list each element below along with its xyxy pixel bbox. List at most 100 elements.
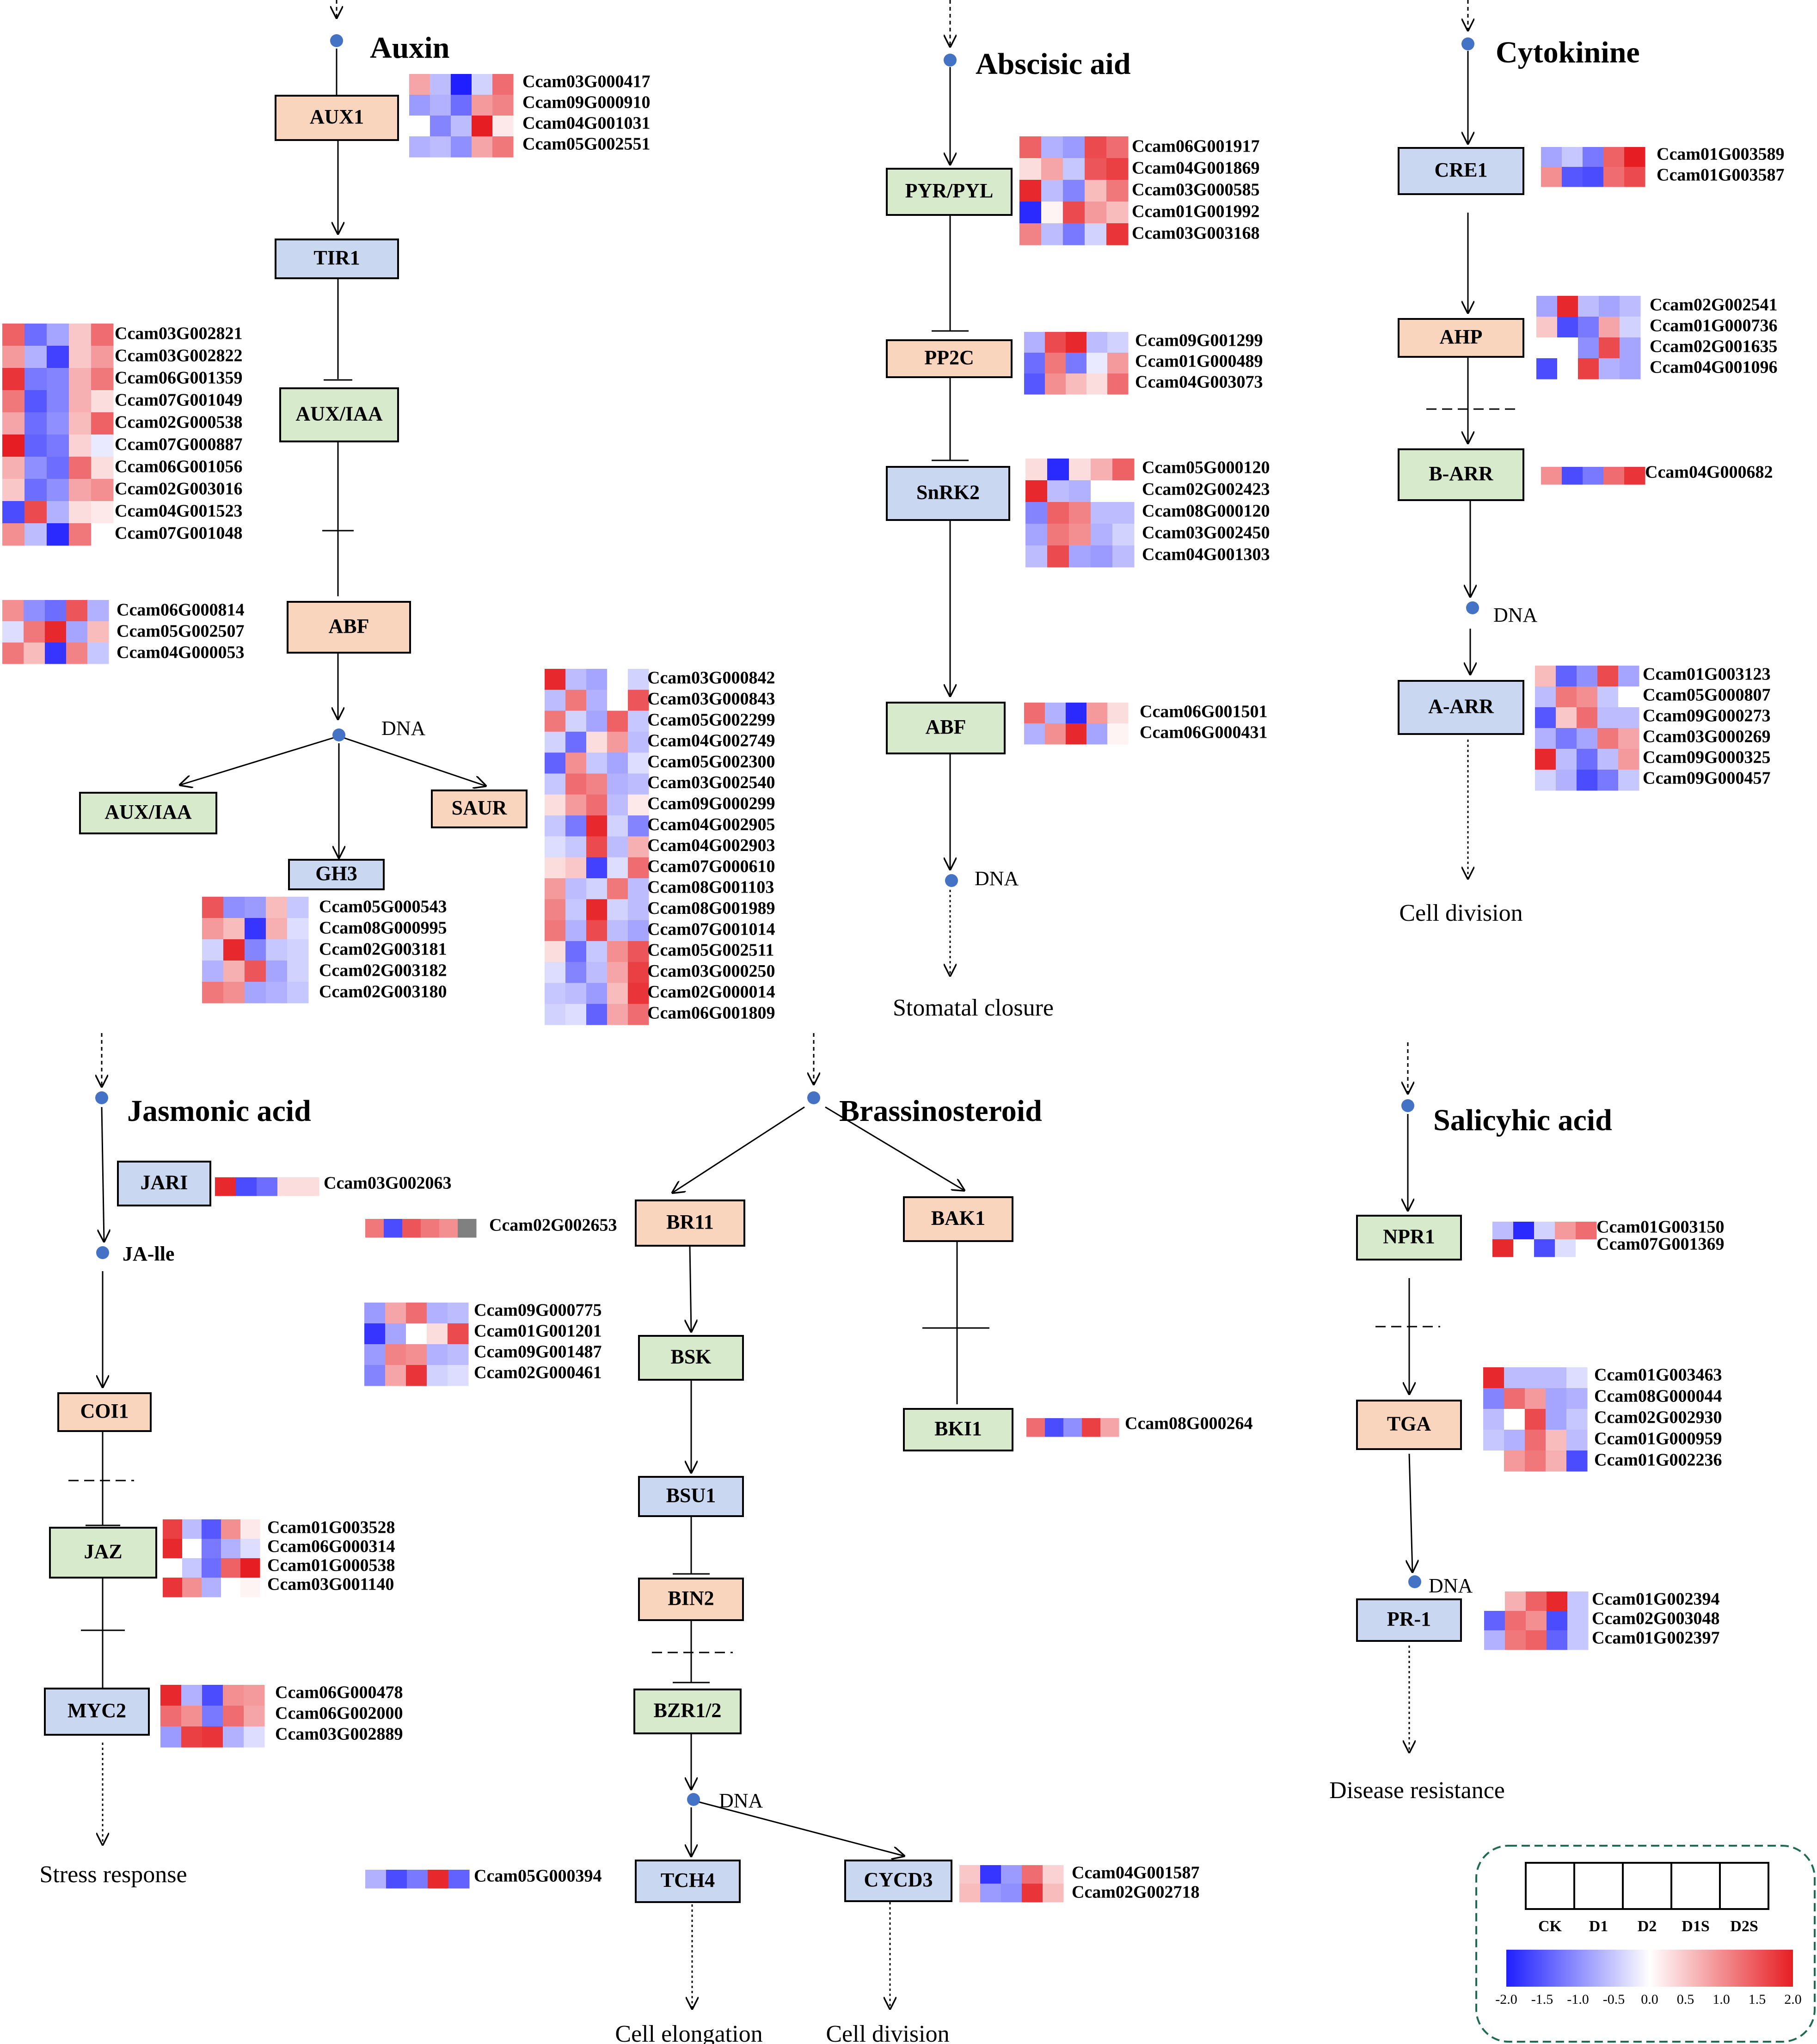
node-box (886, 168, 1013, 216)
heatmap-cell (1618, 707, 1639, 728)
heatmap-cell (1546, 1409, 1567, 1430)
heatmap-cell (545, 983, 566, 1004)
gene-label: Ccam04G000053 (117, 643, 245, 662)
gene-label: Ccam05G000120 (1142, 458, 1270, 477)
gene-label: Ccam07G001369 (1596, 1235, 1725, 1254)
heatmap-cell (24, 621, 45, 643)
gene-label: Ccam02G000014 (647, 982, 775, 1002)
heatmap-cell (1112, 459, 1135, 481)
heatmap-cell (1025, 545, 1048, 568)
heatmap-cell (565, 815, 587, 837)
heatmap: Ccam03G002063 (215, 1174, 452, 1196)
gene-label: Ccam02G002423 (1142, 480, 1270, 499)
node-label: PR-1 (1387, 1608, 1431, 1630)
heatmap-cell (1556, 666, 1577, 687)
heatmap-cell (607, 710, 628, 732)
node-snrk2: SnRK2 (886, 466, 1010, 521)
heatmap-cell (628, 920, 649, 942)
heatmap-cell (607, 669, 628, 690)
dot-jasmonic (95, 1091, 108, 1104)
heatmap-cell (430, 136, 451, 158)
node-box (903, 1408, 1013, 1451)
heatmap-cell (430, 95, 451, 116)
pathway-edges (68, 0, 1516, 2008)
heatmap-cell (25, 412, 47, 435)
heatmap-cell (545, 690, 566, 711)
dot-br-dna (687, 1793, 700, 1806)
heatmap-cell (1066, 373, 1087, 395)
heatmap: Ccam03G002821Ccam03G002822Ccam06G001359C… (2, 324, 243, 546)
heatmap-cell (1597, 749, 1619, 770)
heatmap-cell (1069, 524, 1091, 546)
heatmap-cell (2, 368, 25, 391)
node-box (886, 466, 1010, 521)
heatmap-cell (1045, 373, 1066, 395)
node-box (275, 239, 399, 279)
heatmap-cell (47, 501, 69, 524)
node-box (1398, 680, 1524, 735)
node-bak1: BAK1 (903, 1196, 1013, 1242)
node-aux1: AUX1 (275, 95, 399, 141)
heatmap-cell (1556, 707, 1577, 728)
gene-label: Ccam09G000910 (522, 93, 651, 112)
heatmap-cell (448, 1344, 469, 1365)
heatmap-cell (298, 1177, 319, 1196)
heatmap-cell (240, 1519, 260, 1539)
heatmap-cell (45, 600, 67, 622)
heatmap-cell (244, 1685, 265, 1706)
heatmap-cell (2, 346, 25, 368)
heatmap-cell (1556, 728, 1577, 749)
heatmap-cell (628, 857, 649, 879)
heatmap-cell (1525, 1367, 1546, 1389)
heatmap-cell (66, 600, 88, 622)
heatmap-cell (406, 1323, 427, 1345)
heatmap-cell (1087, 723, 1108, 745)
node-box (287, 601, 411, 654)
gene-label: Ccam01G003463 (1594, 1365, 1722, 1385)
heatmap-cell (1567, 1591, 1589, 1611)
gene-label: Ccam03G003168 (1132, 224, 1260, 243)
heatmap-cell (545, 753, 566, 774)
gene-label: Ccam02G003048 (1592, 1609, 1720, 1628)
heatmap-cell (266, 918, 288, 940)
heatmap-cell (586, 983, 608, 1004)
gene-label: Ccam01G003150 (1596, 1218, 1725, 1237)
heatmap-cell (1087, 373, 1108, 395)
heatmap-cell (1107, 353, 1129, 374)
heatmap: Ccam05G000543Ccam08G000995Ccam02G003181C… (202, 897, 447, 1004)
outcome-disease-resistance: Disease resistance (1329, 1777, 1505, 1804)
node-label: NPR1 (1383, 1225, 1435, 1248)
heatmap-cell (1112, 545, 1135, 568)
node-box (79, 792, 217, 834)
heatmap-cell (545, 920, 566, 942)
gene-label: Ccam02G003016 (115, 479, 243, 499)
heatmap-cell (545, 731, 566, 753)
node-label: TGA (1387, 1413, 1431, 1435)
heatmap-cell (607, 983, 628, 1004)
heatmap-cell (407, 1870, 428, 1889)
node-label: BSK (670, 1346, 711, 1368)
heatmap-cell (1066, 703, 1087, 724)
gene-label: Ccam08G001103 (647, 878, 774, 897)
heatmap-cell (1483, 1409, 1504, 1430)
heatmap-cell (1567, 1611, 1589, 1631)
node-box (1398, 318, 1524, 358)
heatmap-cell (163, 1519, 183, 1539)
heatmap-cell (1597, 770, 1619, 791)
gene-label: Ccam03G000250 (647, 961, 775, 981)
gene-label: Ccam01G003528 (267, 1518, 395, 1537)
heatmap-cell (1599, 317, 1620, 338)
gene-label: Ccam01G003123 (1643, 665, 1771, 684)
heatmap-cell (25, 457, 47, 479)
edge-tga-dna (1409, 1453, 1412, 1572)
gene-label: Ccam06G001917 (1132, 137, 1260, 156)
heatmap-cell (607, 731, 628, 753)
heatmap-cell (1106, 136, 1129, 159)
heatmap-cell (406, 1365, 427, 1386)
heatmap-cell (1085, 180, 1107, 202)
node-box (1398, 448, 1524, 501)
legend-tick-label: 0.0 (1641, 1992, 1658, 2007)
heatmap-cell (223, 1706, 244, 1727)
